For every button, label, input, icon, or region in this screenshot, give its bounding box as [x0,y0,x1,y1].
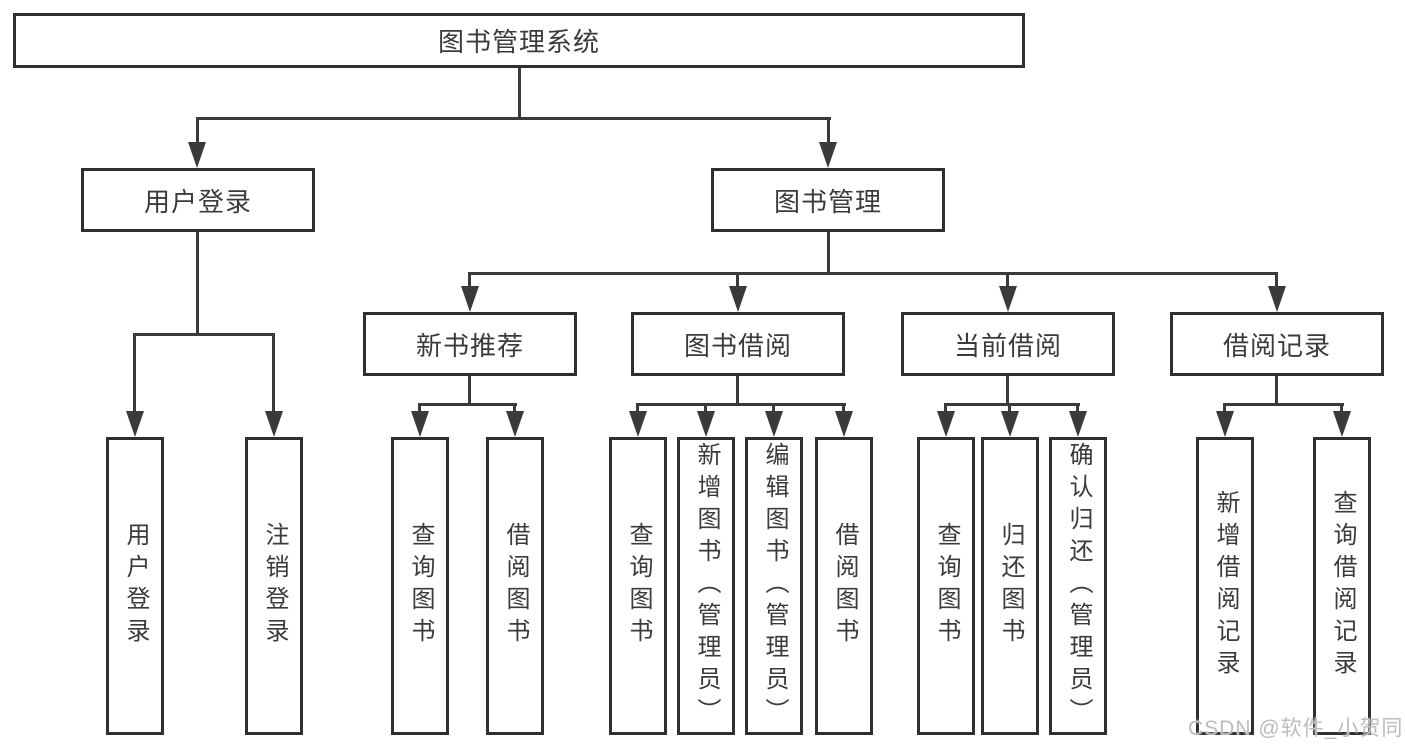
connector-line [636,403,639,413]
leaf-label: 编辑图书（管理员） [761,442,788,730]
connector-line [827,117,830,146]
node-label: 图书借阅 [683,330,792,361]
arrow-down-icon [729,286,747,312]
node-borrow-records: 借阅记录 [1170,312,1384,376]
node-user-login: 用户登录 [81,168,315,232]
connector-line [418,403,517,406]
connector-line [1006,376,1009,406]
connector-line [827,232,830,275]
leaf-query-books: 查询图书 [917,437,975,735]
arrow-down-icon [697,411,715,437]
node-label: 图书管理 [773,186,882,217]
leaf-return-books: 归还图书 [981,437,1039,735]
connector-line [842,403,845,413]
leaf-label: 新增图书（管理员） [693,442,720,730]
arrow-down-icon [835,411,853,437]
connector-line [1340,403,1343,413]
arrow-down-icon [1001,411,1019,437]
arrow-down-icon [1268,286,1286,312]
connector-line [736,272,739,288]
leaf-query-books: 查询图书 [391,437,449,735]
leaf-label: 注销登录 [261,522,288,650]
arrow-down-icon [819,142,837,168]
connector-line [704,403,707,413]
connector-line [636,403,846,406]
node-label: 用户登录 [143,186,252,217]
leaf-label: 查询借阅记录 [1329,490,1356,682]
arrow-down-icon [765,411,783,437]
arrow-down-icon [506,411,524,437]
leaf-label: 查询图书 [407,522,434,650]
node-label: 当前借阅 [953,330,1062,361]
arrow-down-icon [265,411,283,437]
leaf-user-login: 用户登录 [106,437,164,735]
leaf-label: 用户登录 [122,522,149,650]
connector-line [1275,272,1278,288]
connector-line [944,403,947,413]
connector-line [468,272,471,288]
connector-line [513,403,516,413]
arrow-down-icon [937,411,955,437]
leaf-edit-books-admin: 编辑图书（管理员） [745,437,803,735]
connector-line [1223,403,1226,413]
leaf-label: 查询图书 [625,522,652,650]
arrow-down-icon [999,286,1017,312]
connector-line [1076,403,1079,413]
connector-line [772,403,775,413]
connector-line [196,232,199,336]
arrow-down-icon [411,411,429,437]
leaf-label: 新增借阅记录 [1212,490,1239,682]
arrow-down-icon [1333,411,1351,437]
leaf-query-books: 查询图书 [609,437,667,735]
node-library-system: 图书管理系统 [13,13,1025,68]
leaf-query-borrow-record: 查询借阅记录 [1313,437,1371,735]
leaf-borrow-books: 借阅图书 [486,437,544,735]
watermark: CSDN @软件_小贺同学 [1188,717,1405,740]
connector-line [196,117,831,120]
leaf-add-books-admin: 新增图书（管理员） [677,437,735,735]
leaf-logout-login: 注销登录 [245,437,303,735]
node-current-borrow: 当前借阅 [901,312,1115,376]
connector-line [1275,376,1278,406]
arrow-down-icon [1216,411,1234,437]
node-new-book-recommend: 新书推荐 [363,312,577,376]
connector-line [1008,403,1011,413]
connector-line [1006,272,1009,288]
arrow-down-icon [188,142,206,168]
connector-line [1223,403,1344,406]
connector-line [736,376,739,406]
arrow-down-icon [461,286,479,312]
connector-line [468,376,471,406]
leaf-label: 借阅图书 [502,522,529,650]
connector-line [418,403,421,413]
connector-line [133,333,275,336]
node-label: 新书推荐 [415,330,524,361]
connector-line [468,272,1278,275]
leaf-borrow-books: 借阅图书 [815,437,873,735]
leaf-label: 归还图书 [997,522,1024,650]
arrow-down-icon [629,411,647,437]
node-book-management: 图书管理 [711,168,945,232]
node-label: 图书管理系统 [437,27,600,57]
connector-line [133,333,136,413]
connector-line [272,333,275,413]
leaf-confirm-return-admin: 确认归还（管理员） [1049,437,1107,735]
arrow-down-icon [126,411,144,437]
connector-line [518,68,521,120]
arrow-down-icon [1069,411,1087,437]
leaf-add-borrow-record: 新增借阅记录 [1196,437,1254,735]
connector-line [196,117,199,146]
leaf-label: 借阅图书 [831,522,858,650]
connector-line [944,403,1080,406]
leaf-label: 查询图书 [933,522,960,650]
node-book-borrow: 图书借阅 [631,312,845,376]
leaf-label: 确认归还（管理员） [1065,442,1092,730]
node-label: 借阅记录 [1222,330,1331,361]
